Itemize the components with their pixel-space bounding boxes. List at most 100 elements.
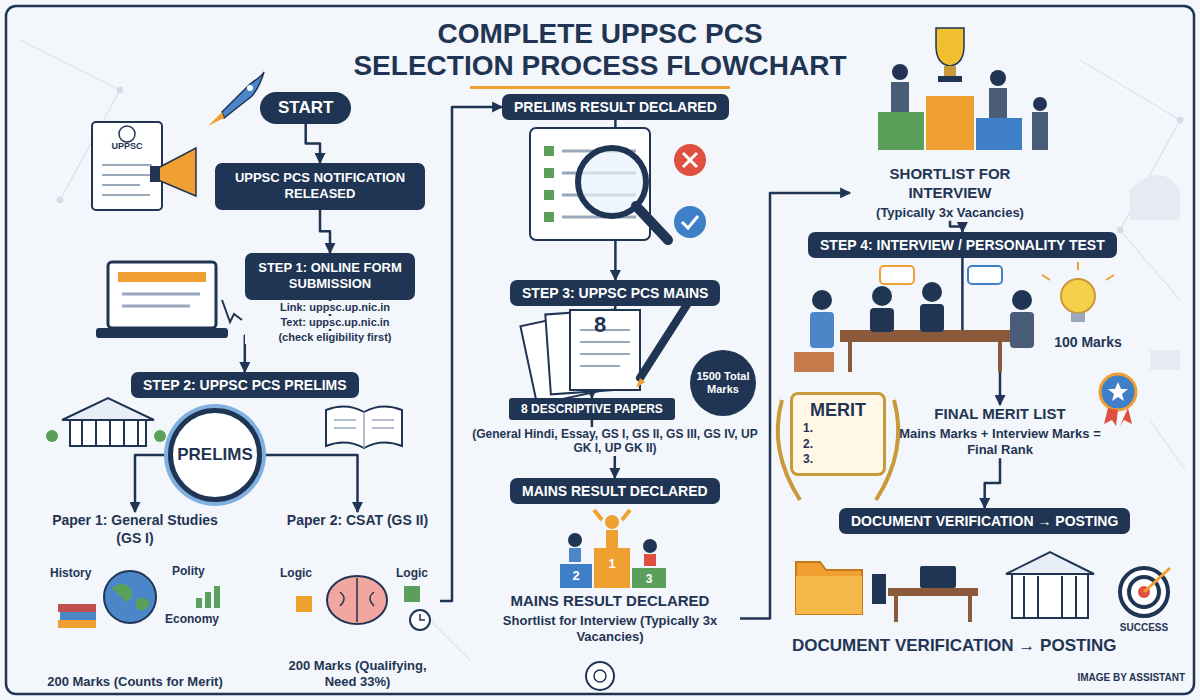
step-band: STEP 3: UPPSC PCS MAINS [510,280,720,306]
node-body: Mains Marks + Interview Marks = Final Ra… [895,426,1105,459]
rocket-icon [247,85,253,91]
rocket-icon [208,112,224,126]
link-text: Link: uppsc.up.nic.in [245,301,425,314]
node-heading: 8 DESCRIPTIVE PAPERS [521,402,663,416]
logo-text: UPPSC [100,141,154,152]
node-heading: MAINS RESULT DECLARED [480,592,740,611]
podium-icon [594,510,630,520]
node-heading: PRELIMS [177,445,253,465]
rank-number: 1 [602,556,622,572]
flow-arrow [440,107,502,601]
node-heading: STEP 3: UPPSC PCS MAINS [522,285,708,301]
merit-scroll: MERIT1.2.3. [790,392,886,476]
skill-label: Logic [396,566,440,580]
trophy-podium-icon [891,82,909,112]
gs-icons [58,604,96,612]
trophy-podium-icon [989,88,1007,118]
node-body: 1. [803,421,873,437]
podium-icon [643,539,657,553]
exam-hall-icon [82,420,138,446]
interview-icon [968,266,1002,284]
award-badge-icon [1100,374,1136,426]
process-box: UPPSC PCS NOTIFICATION RELEASED [215,163,425,210]
note-text: (check eligibility first) [245,331,425,344]
step-band: STEP 2: UPPSC PCS PRELIMS [131,372,359,398]
gs-icons [60,612,96,620]
node-body: 3. [803,452,873,468]
podium-icon [569,548,581,562]
exam-hall-icon [154,430,166,442]
node-body: 200 Marks (Qualifying, Need 33%) [275,658,440,691]
interview-icon [920,304,944,332]
laptop-icon [96,328,228,338]
papers-ribbon: 8 DESCRIPTIVE PAPERS [509,398,675,420]
csat-icons [296,576,430,630]
exam-hall-icon [46,430,58,442]
node-heading: Paper 1: General Studies (GS I) [45,512,225,547]
node-body: (Typically 3x Vacancies) [850,205,1050,221]
result-check-icon [544,146,554,222]
interview-icon [794,352,834,372]
step-box: STEP 1: ONLINE FORM SUBMISSION [245,253,415,300]
subject-label: History [50,566,112,580]
interview-icon [812,290,832,310]
interview-icon [1010,312,1034,348]
emblem-icon [594,670,606,682]
node-heading: SHORTLIST FOR INTERVIEW [850,165,1050,203]
flow-arrow [320,210,330,254]
node-heading: MAINS RESULT DECLARED [522,483,708,499]
interview-icon [880,266,914,284]
podium-icon [632,568,666,588]
node-body: Shortlist for Interview (Typically 3x Va… [480,613,740,646]
node-heading: MERIT [803,400,873,421]
start-pill: START [260,92,351,124]
trophy-podium-icon [976,118,1022,150]
skill-label: Logic [280,566,324,580]
notice-icon [92,122,196,210]
trophy-podium-icon [926,96,974,150]
laptop-icon [96,262,242,338]
trophy-podium-icon [892,64,908,80]
csat-icons [327,576,387,624]
subject-label: Polity [172,564,228,578]
rank-number: 3 [639,572,659,586]
csat-icons [340,578,374,622]
gs-icons [196,598,202,608]
result-note: MAINS RESULT DECLARED Shortlist for Inter… [480,592,740,645]
gs-icons [214,586,220,608]
node-heading: START [278,98,333,118]
gs-icons [205,592,211,608]
callout-number: 8 [585,312,615,338]
interview-icon [1012,290,1032,310]
result-check-icon [674,206,706,238]
posting-icons [872,574,886,604]
exam-hall-icon [70,420,146,446]
paper-block: Paper 1: General Studies (GS I)200 Marks… [45,512,225,690]
trophy-podium-icon [944,66,956,76]
answer-sheets-icon [570,310,640,390]
flag-watermark [1150,350,1180,370]
posting-icons [1024,576,1076,618]
csat-icons [420,614,425,620]
network-background [117,87,123,93]
result-check-icon [636,206,668,240]
result-check-icon [530,128,650,240]
posting-icons [1012,574,1088,618]
csat-icons [404,586,420,602]
interview-icon [922,282,942,302]
idea-bulb-icon [1071,313,1085,322]
podium-icon [605,515,619,529]
merit-note: FINAL MERIT LISTMains Marks + Interview … [895,405,1105,458]
rocket-icon [208,72,264,126]
trophy-podium-icon [938,76,962,82]
answer-sheets-icon [640,300,690,378]
trophy-podium-icon [878,112,924,150]
link-text: Text: uppsc.up.nic.in [245,316,425,329]
network-background [1117,227,1123,233]
trophy-podium-icon [1032,112,1048,150]
exam-hall-icon [62,398,154,420]
node-heading: DOCUMENT VERIFICATION → POSTING [851,513,1118,529]
notice-icon [119,126,135,142]
result-check-icon [530,128,706,240]
